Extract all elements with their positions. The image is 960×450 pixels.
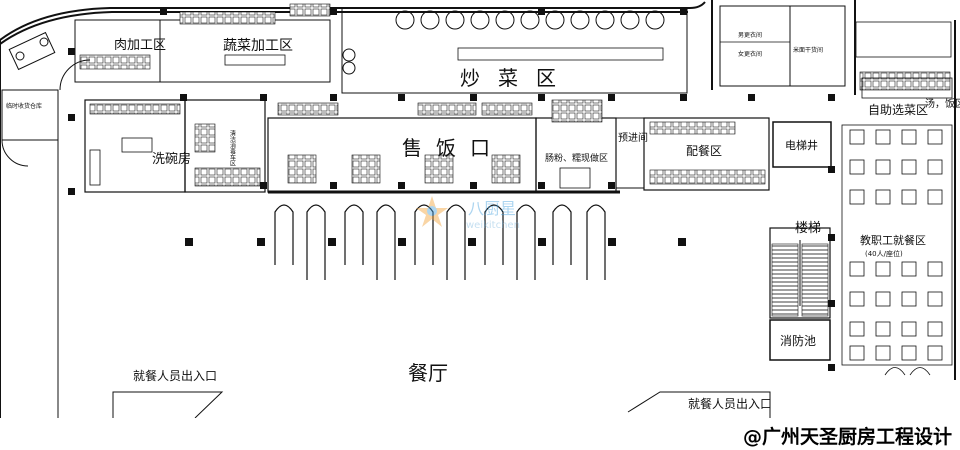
- kitchen-floor-plan: 肉加工区 蔬菜加工区 炒菜区 男更衣间 女更衣间 米面干货间 临: [0, 0, 960, 420]
- vegetable-processing-label: 蔬菜加工区: [223, 38, 293, 54]
- staff-seats-label: (40人/座位): [865, 249, 903, 258]
- temp-storage-room: 临时收货仓库: [1, 89, 59, 141]
- meat-processing-room: 肉加工区: [74, 19, 166, 83]
- footer: @广州天圣厨房工程设计: [0, 418, 960, 450]
- fire-pool-label: 消防池: [780, 333, 816, 348]
- female-locker-label: 女更衣间: [738, 50, 762, 58]
- vegetable-processing-room: 蔬菜加工区: [159, 3, 331, 83]
- noodle-area: 肠粉、糯现做区: [535, 99, 617, 193]
- stir-fry-area: 炒菜区: [341, 7, 688, 94]
- staff-dining-label: 教职工就餐区: [860, 233, 926, 247]
- plating-room: 配餐区: [643, 117, 770, 191]
- queue-rails: [274, 204, 606, 280]
- stir-fry-label: 炒菜区: [460, 66, 574, 90]
- meat-processing-label: 肉加工区: [114, 38, 166, 53]
- entrance-ramps: [112, 391, 771, 419]
- disinfection-cart-room: 清洁消毒车区: [184, 99, 266, 193]
- elevator-shaft: 电梯井: [772, 121, 832, 168]
- plating-label: 配餐区: [686, 143, 722, 158]
- locker-block: 男更衣间 女更衣间 米面干货间: [719, 5, 952, 91]
- structural-columns: [68, 8, 835, 371]
- serving-window-label: 售饭口: [402, 136, 504, 160]
- entrance-right-label: 就餐人员出入口: [688, 396, 772, 411]
- pre-entry-label: 预进间: [618, 131, 648, 144]
- soup-rice-label: 汤，饭区: [925, 97, 960, 110]
- self-service-area: 自助选菜区 汤，饭区: [861, 77, 960, 117]
- elevator-label: 电梯井: [785, 138, 818, 152]
- dishwashing-room: 洗碗房: [84, 99, 191, 193]
- dining-hall-label: 餐厅: [408, 361, 448, 385]
- outer-walls: [0, 0, 956, 420]
- fire-pool: 消防池: [769, 319, 831, 361]
- temp-storage-label: 临时收货仓库: [6, 102, 42, 110]
- self-service-label: 自助选菜区: [868, 103, 928, 117]
- staff-dining-label-bg: [858, 232, 950, 260]
- dishwashing-label: 洗碗房: [152, 151, 191, 167]
- noodle-area-label: 肠粉、糯现做区: [545, 152, 608, 164]
- stairwell: 楼梯: [769, 221, 831, 319]
- footer-credit: @广州天圣厨房工程设计: [742, 426, 952, 448]
- office-corner: [1, 31, 91, 167]
- disinfection-cart-label: 清洁消毒车区: [229, 129, 236, 166]
- entrance-left-label: 就餐人员出入口: [133, 368, 217, 383]
- staff-dining-area: [841, 124, 953, 376]
- stairs-label: 楼梯: [795, 221, 821, 236]
- male-locker-label: 男更衣间: [738, 31, 762, 39]
- rice-storage-label: 米面干货间: [793, 46, 823, 54]
- pre-entry-room: 预进间: [615, 117, 648, 189]
- serving-window-area: 售饭口: [267, 102, 620, 194]
